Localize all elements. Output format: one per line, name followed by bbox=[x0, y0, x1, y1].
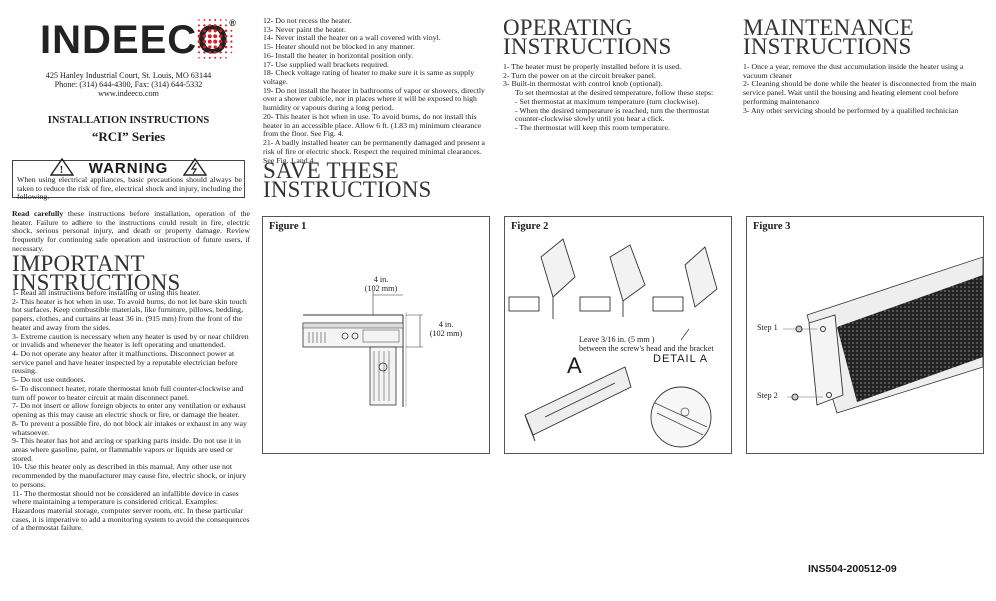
list-item: 1- Read all instructions before installi… bbox=[12, 288, 201, 297]
intro-text: these instructions before installation, … bbox=[12, 209, 250, 253]
figure-1-title: Figure 1 bbox=[269, 221, 307, 232]
figure-1-side-dimension-line-1: 4 in. bbox=[438, 320, 454, 329]
save-title-line-1: SAVE THESE bbox=[263, 158, 399, 183]
save-title-line-2: INSTRUCTIONS bbox=[263, 177, 432, 202]
brand-logo: INDEECO® bbox=[40, 18, 237, 63]
figure-2-box: Figure 2 Leave 3/16 in. (5 mm ) bbox=[504, 216, 732, 454]
figure-3-step-1: Step 1 bbox=[757, 323, 778, 332]
brand-name: INDEECO bbox=[40, 18, 230, 62]
important-list: 1- Read all instructions before installi… bbox=[12, 288, 250, 533]
brand-dot-logo-icon bbox=[197, 19, 233, 59]
list-item: 1- Once a year, remove the dust accumula… bbox=[743, 62, 964, 80]
list-item: 15- Heater should not be blocked in any … bbox=[263, 42, 415, 52]
list-item: 2- Cleaning should be done while the hea… bbox=[743, 79, 977, 106]
list-item: 7- Do not insert or allow foreign object… bbox=[12, 401, 246, 420]
list-item: - The thermostat will keep this room tem… bbox=[515, 123, 670, 133]
list-item: 11- The thermostat should not be conside… bbox=[12, 488, 250, 533]
list-item: 17- Use supplied wall brackets required. bbox=[263, 59, 390, 69]
caution-triangle-icon: ! bbox=[49, 157, 74, 176]
list-item: 3- Extreme caution is necessary when any… bbox=[12, 331, 249, 350]
warning-label: WARNING bbox=[88, 160, 169, 177]
address-line-1: 425 Hanley Industrial Court, St. Louis, … bbox=[45, 71, 212, 80]
maintenance-list: 1- Once a year, remove the dust accumula… bbox=[743, 62, 983, 115]
intro-paragraph: Read carefully these instructions before… bbox=[12, 209, 250, 254]
figure-2-bracket-diagram bbox=[508, 238, 718, 448]
maintenance-title-line-2: INSTRUCTIONS bbox=[743, 34, 912, 59]
install-title: INSTALLATION INSTRUCTIONS bbox=[47, 115, 210, 126]
list-item: 2- This heater is hot when in use. To av… bbox=[12, 296, 247, 332]
maintenance-title-line-1: MAINTENANCE bbox=[743, 15, 914, 40]
maintenance-title: MAINTENANCE INSTRUCTIONS bbox=[743, 15, 914, 59]
document-number: INS504-200512-09 bbox=[808, 563, 897, 575]
operating-list: 1- The heater must be properly installed… bbox=[503, 62, 728, 133]
series-title: “RCI” Series bbox=[91, 129, 166, 144]
list-item: 2- Turn the power on at the circuit brea… bbox=[503, 70, 656, 80]
list-item: 14- Never install the heater on a wall c… bbox=[263, 33, 441, 43]
list-item: - Set thermostat at maximum temperature … bbox=[515, 96, 700, 106]
company-address: 425 Hanley Industrial Court, St. Louis, … bbox=[12, 71, 245, 99]
list-item: 13- Never paint the heater. bbox=[263, 24, 346, 34]
important-title: IMPORTANT INSTRUCTIONS bbox=[12, 251, 181, 295]
operating-title-line-1: OPERATING bbox=[503, 15, 633, 40]
operating-title-line-2: INSTRUCTIONS bbox=[503, 34, 672, 59]
warning-box: ! WARNING When using electrical applianc… bbox=[12, 157, 245, 201]
list-item: 3- Any other servicing should be perform… bbox=[743, 105, 959, 115]
figure-2-detail-label: DETAIL A bbox=[653, 353, 709, 365]
figure-2-letter-a: A bbox=[567, 353, 582, 378]
figure-2-note-line-1: Leave 3/16 in. (5 mm ) bbox=[579, 335, 655, 344]
important-title-line-2: INSTRUCTIONS bbox=[12, 270, 181, 295]
list-item: To set thermostat at the desired tempera… bbox=[515, 88, 714, 98]
save-instructions-title: SAVE THESE INSTRUCTIONS bbox=[263, 158, 432, 202]
address-line-3: www.indeeco.com bbox=[98, 89, 159, 99]
figure-2-title: Figure 2 bbox=[511, 221, 549, 232]
list-item: 12- Do not recess the heater. bbox=[263, 16, 352, 25]
list-item: 6- To disconnect heater, rotate thermost… bbox=[12, 383, 244, 402]
list-item: - When the desired temperature is reache… bbox=[515, 105, 710, 124]
list-item: 16- Install the heater in horizontal pos… bbox=[263, 50, 414, 60]
list-item: 1- The heater must be properly installed… bbox=[503, 62, 682, 71]
important-title-line-1: IMPORTANT bbox=[12, 251, 145, 276]
list-item: 4- Do not operate any heater after it ma… bbox=[12, 349, 238, 376]
figure-3-cover-removal-diagram bbox=[783, 256, 983, 414]
list-item: 19- Do not install the heater in bathroo… bbox=[263, 85, 485, 113]
figure-1-side-dimension: 4 in. (102 mm) bbox=[421, 320, 471, 338]
figure-1-clearance-diagram bbox=[302, 291, 423, 407]
figure-2-note: Leave 3/16 in. (5 mm ) between the screw… bbox=[579, 335, 729, 353]
list-item: 21- A badly installed heater can be perm… bbox=[263, 138, 485, 165]
figure-1-box: Figure 1 4 in. (102 mm) 4 bbox=[262, 216, 490, 454]
list-item: 18- Check voltage rating of heater to ma… bbox=[263, 68, 475, 87]
figure-3-box: Figure 3 Step 1 Step 2 bbox=[746, 216, 984, 454]
electric-shock-triangle-icon bbox=[183, 157, 208, 176]
list-item: 10- Use this heater only as described in… bbox=[12, 462, 247, 489]
figure-1-top-dimension-line-1: 4 in. bbox=[373, 275, 389, 284]
figure-3-step-2: Step 2 bbox=[757, 391, 778, 400]
figure-1-side-dimension-line-2: (102 mm) bbox=[429, 329, 463, 339]
warning-text: When using electrical appliances, basic … bbox=[17, 175, 242, 202]
figure-2-note-line-2: between the screw's head and the bracket bbox=[579, 344, 714, 354]
figure-1-top-dimension-line-2: (102 mm) bbox=[364, 284, 398, 294]
figure-1-top-dimension: 4 in. (102 mm) bbox=[357, 275, 405, 293]
list-item: 9- This heater has hot and arcing or spa… bbox=[12, 436, 241, 463]
list-item: 5- Do not use outdoors. bbox=[12, 375, 86, 385]
address-line-2: Phone: (314) 644-4300, Fax: (314) 644-53… bbox=[54, 80, 203, 90]
list-item: 20- This heater is hot when in use. To a… bbox=[263, 111, 482, 139]
operating-title: OPERATING INSTRUCTIONS bbox=[503, 15, 672, 59]
intro-bold: Read carefully bbox=[12, 209, 64, 218]
figure-3-title: Figure 3 bbox=[753, 221, 791, 232]
list-item: 8- To prevent a possible fire, do not bl… bbox=[12, 418, 247, 437]
list-item: 3- Built-in thermostat with control knob… bbox=[503, 79, 663, 89]
registered-mark: ® bbox=[229, 18, 237, 28]
svg-text:!: ! bbox=[59, 164, 64, 176]
more-list: 12- Do not recess the heater. 13- Never … bbox=[263, 16, 491, 165]
